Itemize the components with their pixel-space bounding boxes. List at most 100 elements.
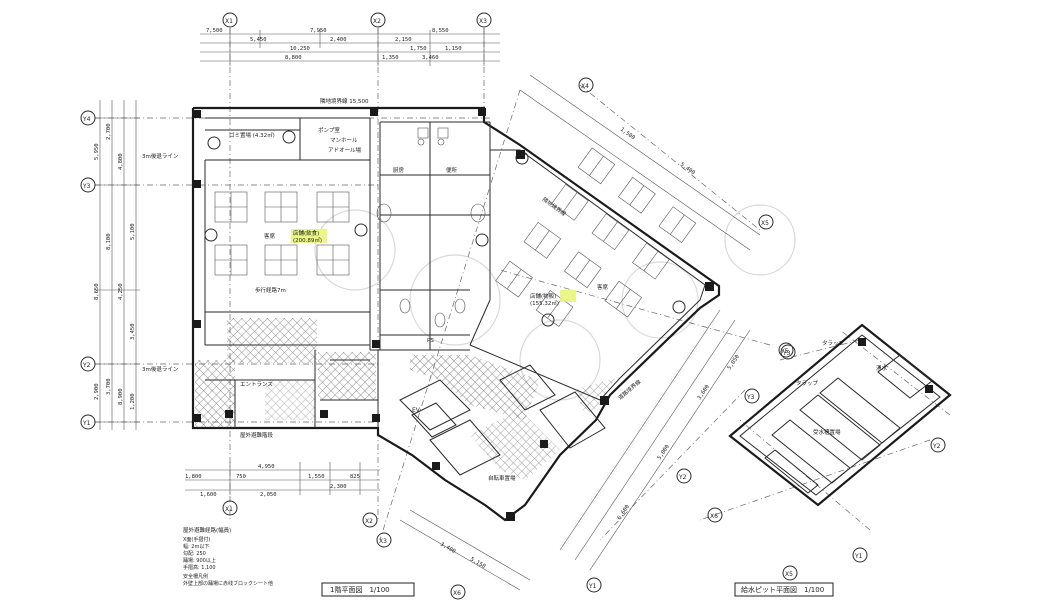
dim-left-0: 2,700 [106, 123, 112, 140]
legend-line-3: 踊場: 900以上 [183, 557, 216, 564]
left-seating-tables [214, 191, 350, 276]
dim-top-0: 7,500 [206, 28, 223, 34]
dim-right-1: 5,400 [679, 162, 696, 177]
legend-note: 外壁上部の踊場に赤线ブロックシート他 [183, 580, 273, 587]
legend-note-title: 安全柵凡例 [183, 573, 208, 580]
pit-clapper-2: タラップ [796, 379, 819, 387]
right-dimensions: 1,500 5,400 3,600 5,000 6,600 5,050 3,40… [399, 74, 761, 591]
watermark [314, 204, 796, 401]
shop-right-highlight [560, 290, 576, 302]
bottom-dimensions: 4,950 1,550 825 2,300 2,050 1,600 750 1,… [185, 462, 380, 498]
svg-text:Y2: Y2 [932, 443, 941, 450]
setback-line-2: 3m後退ライン [142, 365, 179, 373]
legend-title: 屋外避難経路(幅員) [183, 526, 231, 534]
main-plan-title: 1階平面図 1/100 [330, 585, 390, 594]
legend-line-2: 勾配: 250 [183, 550, 206, 557]
dim-right-6: 3,400 [439, 542, 456, 555]
svg-text:Y3: Y3 [782, 350, 791, 357]
dim-left-7: 3,450 [130, 323, 136, 340]
drain-label: アドオール場 [328, 146, 362, 154]
dim-right-7: 5,150 [469, 557, 486, 570]
dim-right-2: 3,600 [697, 384, 711, 401]
boundary-right-note: 隣地境界線 [541, 195, 568, 218]
pit-plan-title: 給水ピット平面図 1/100 [741, 585, 824, 594]
dim-left-1: 5,950 [94, 143, 100, 160]
ps-label: PS [427, 338, 434, 344]
dim-top-5: 8,550 [432, 28, 449, 34]
svg-text:X4: X4 [581, 83, 589, 90]
setback-line-1: 3m後退ライン [142, 152, 179, 160]
pit-room-label: 湧水 [876, 364, 888, 372]
svg-text:X6: X6 [710, 513, 718, 520]
dim-left-10: 8,900 [118, 388, 124, 405]
tiled-areas [195, 318, 615, 480]
dim-left-2: 4,800 [118, 153, 124, 170]
svg-text:Y3: Y3 [82, 183, 91, 190]
pit-tank-label: 受水槽置場 [813, 428, 841, 436]
garbage-room-label: ゴミ置場 (4.32㎡) [229, 131, 275, 139]
dim-bottom-5: 1,600 [200, 492, 217, 498]
dim-bottom-6: 750 [236, 474, 246, 480]
shop-left-area: (200.89㎡) [293, 236, 322, 244]
svg-text:X5: X5 [761, 220, 769, 227]
room-labels: ゴミ置場 (4.32㎡) ポンプ室 マンホール アドオール場 厨房 便所 客席 … [229, 126, 609, 482]
svg-text:X1: X1 [225, 506, 233, 513]
dim-right-4: 6,600 [617, 504, 631, 521]
dim-left-4: 8,100 [106, 233, 112, 250]
dim-top-8: 1,150 [445, 46, 462, 52]
main-title-block: 1階平面図 1/100 [321, 582, 415, 597]
svg-text:X5: X5 [785, 571, 793, 578]
svg-text:Y4: Y4 [82, 116, 91, 123]
wc-fixtures [376, 127, 486, 328]
dim-bottom-7: 1,800 [185, 474, 202, 480]
top-dimensions: 7,500 5,450 7,950 2,400 2,150 8,550 10,2… [200, 28, 500, 66]
dim-top-7: 1,750 [410, 46, 427, 52]
dim-left-6: 4,250 [118, 283, 124, 300]
pump-room-label: ポンプ室 [318, 126, 340, 134]
svg-text:Y1: Y1 [588, 583, 597, 590]
svg-text:Y1: Y1 [82, 420, 91, 427]
ev-label: EV [412, 407, 421, 414]
dim-top-1: 5,450 [250, 37, 267, 43]
svg-text:Y2: Y2 [82, 362, 91, 369]
dim-right-5: 5,050 [727, 354, 741, 371]
manhole-label: マンホール [330, 137, 358, 144]
water-pit-plan: タラップ タラップ 湧水 受水槽置場 Y3 Y2 Y1 X6 X5 給水ピット平… [699, 323, 952, 597]
shop-left-highlight [291, 229, 327, 243]
room-tags [204, 130, 686, 327]
dim-top-9: 8,800 [285, 55, 302, 61]
dim-top-2: 7,950 [310, 28, 327, 34]
seating-label-2: 客席 [597, 283, 609, 291]
road-line-note: 道路境界線 [616, 377, 643, 401]
dim-left-8: 3,700 [106, 378, 112, 395]
svg-text:X3: X3 [379, 538, 387, 545]
entrance-label: エントランス [240, 381, 273, 388]
walkway-label: 歩行経路7m [255, 286, 286, 294]
dim-left-3: 5,100 [130, 223, 136, 240]
dim-bottom-4: 2,050 [260, 492, 277, 498]
dim-left-11: 1,200 [130, 393, 136, 410]
left-dimensions: 2,700 5,950 4,800 5,100 8,100 8,650 4,25… [94, 100, 140, 430]
grid-markers: X1 X2 X3 Y4 Y3 Y2 Y1 X4 X5 Y5 Y3 Y2 Y1 X… [80, 12, 794, 600]
legend-line-1: 幅: 2m以下 [183, 543, 209, 550]
legend-line-4: 手摺高: 1,100 [183, 564, 216, 571]
dim-top-4: 2,150 [395, 37, 412, 43]
dim-left-9: 2,900 [94, 383, 100, 400]
dim-bottom-0: 4,950 [258, 464, 275, 470]
kitchen-label: 厨房 [393, 166, 405, 174]
dim-right-3: 5,000 [657, 444, 671, 461]
dim-top-3: 2,400 [330, 37, 347, 43]
dim-top-6: 10,250 [290, 46, 310, 52]
svg-text:Y5: Y5 [780, 348, 789, 355]
parking-label: 自転車置場 [488, 474, 516, 482]
svg-text:X2: X2 [365, 518, 373, 525]
svg-text:X3: X3 [479, 18, 487, 25]
boundary-top-note: 隣地境界線 15,500 [320, 97, 369, 105]
svg-text:X2: X2 [373, 18, 381, 25]
svg-text:X1: X1 [225, 18, 233, 25]
legend-line-0: X面(手摺付) [183, 536, 210, 543]
dim-bottom-1: 1,550 [308, 474, 325, 480]
right-seating-tables [495, 147, 697, 327]
svg-text:Y2: Y2 [678, 474, 687, 481]
